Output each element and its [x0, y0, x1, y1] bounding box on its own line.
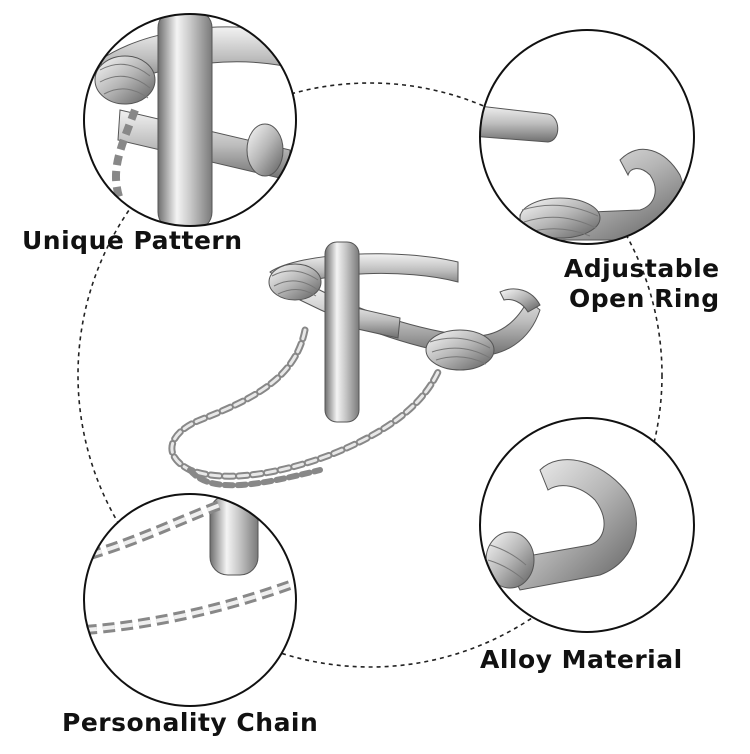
- wire-wrap-right: [425, 329, 495, 371]
- chain-lower: [187, 467, 323, 489]
- label-adjustable-line1: Adjustable: [563, 254, 720, 283]
- ring-main: [168, 241, 541, 489]
- detail-circle-open-ring: [479, 29, 695, 245]
- wire-wrap-left: [268, 263, 322, 301]
- label-adjustable-open-ring: Adjustable Open Ring: [563, 254, 720, 314]
- label-alloy-material: Alloy Material: [480, 645, 683, 674]
- label-personality-chain: Personality Chain: [62, 708, 319, 737]
- label-adjustable-line2: Open Ring: [569, 284, 720, 313]
- chain-upper: [168, 326, 442, 480]
- detail-circle-alloy-material: [479, 417, 695, 633]
- detail-circle-personality-chain: [83, 493, 297, 707]
- detail-circle-unique-pattern: [83, 13, 297, 227]
- dashed-guide-circle: [77, 82, 663, 668]
- label-unique-pattern: Unique Pattern: [22, 226, 243, 255]
